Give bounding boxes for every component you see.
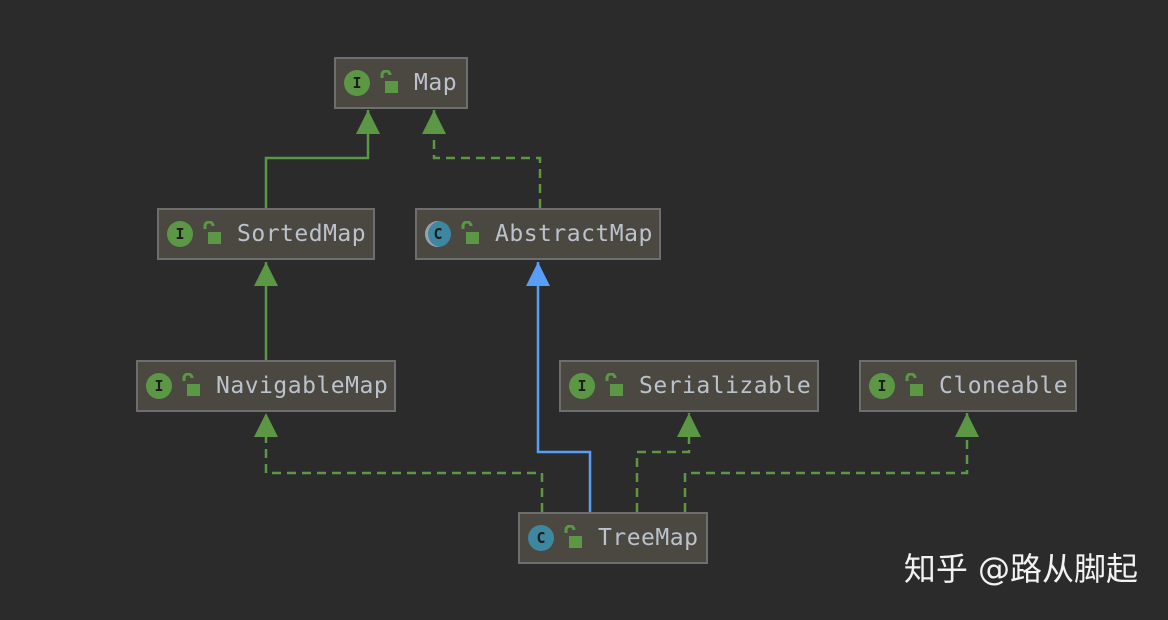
interface-badge-icon: I [569, 373, 595, 399]
node-label: TreeMap [598, 525, 699, 551]
abstract-class-badge-icon: C [425, 221, 451, 247]
node-label: SortedMap [237, 221, 367, 247]
interface-badge-icon: I [167, 221, 193, 247]
node-navigablemap[interactable]: I NavigableMap [136, 360, 396, 412]
interface-badge-icon: I [869, 373, 895, 399]
node-abstractmap[interactable]: C AbstractMap [415, 208, 661, 260]
watermark: 知乎 @路从脚起 [903, 550, 1138, 588]
interface-badge-icon: I [146, 373, 172, 399]
edge-treemap-to-serializable [635, 413, 691, 512]
node-cloneable[interactable]: I Cloneable [859, 360, 1077, 412]
node-label: AbstractMap [495, 221, 653, 247]
arrowhead-icon [526, 262, 550, 286]
node-treemap[interactable]: C TreeMap [518, 512, 708, 564]
arrowhead-icon [955, 413, 979, 437]
unlocked-icon [905, 373, 923, 396]
unlocked-icon [380, 70, 398, 93]
edge-treemap-to-navigablemap [264, 413, 544, 512]
node-label: NavigableMap [216, 373, 389, 399]
unlocked-icon [564, 525, 582, 548]
node-serializable[interactable]: I Serializable [559, 360, 819, 412]
arrowhead-icon [254, 413, 278, 437]
arrowhead-icon [422, 110, 446, 134]
node-label: Serializable [639, 373, 812, 399]
edge-abstractmap-to-map [432, 110, 542, 208]
edge-treemap-to-abstractmap [536, 262, 592, 512]
node-label: Map [414, 70, 458, 96]
unlocked-icon [203, 221, 221, 244]
arrowhead-icon [356, 110, 380, 134]
unlocked-icon [605, 373, 623, 396]
arrowhead-icon [254, 262, 278, 286]
node-label: Cloneable [939, 373, 1069, 399]
unlocked-icon [461, 221, 479, 244]
edge-treemap-to-cloneable [683, 413, 969, 512]
interface-badge-icon: I [344, 70, 370, 96]
unlocked-icon [182, 373, 200, 396]
arrowhead-icon [677, 413, 701, 437]
node-map[interactable]: I Map [334, 57, 468, 109]
edge-sortedmap-to-map [264, 110, 370, 208]
class-badge-icon: C [528, 525, 554, 551]
node-sortedmap[interactable]: I SortedMap [157, 208, 375, 260]
